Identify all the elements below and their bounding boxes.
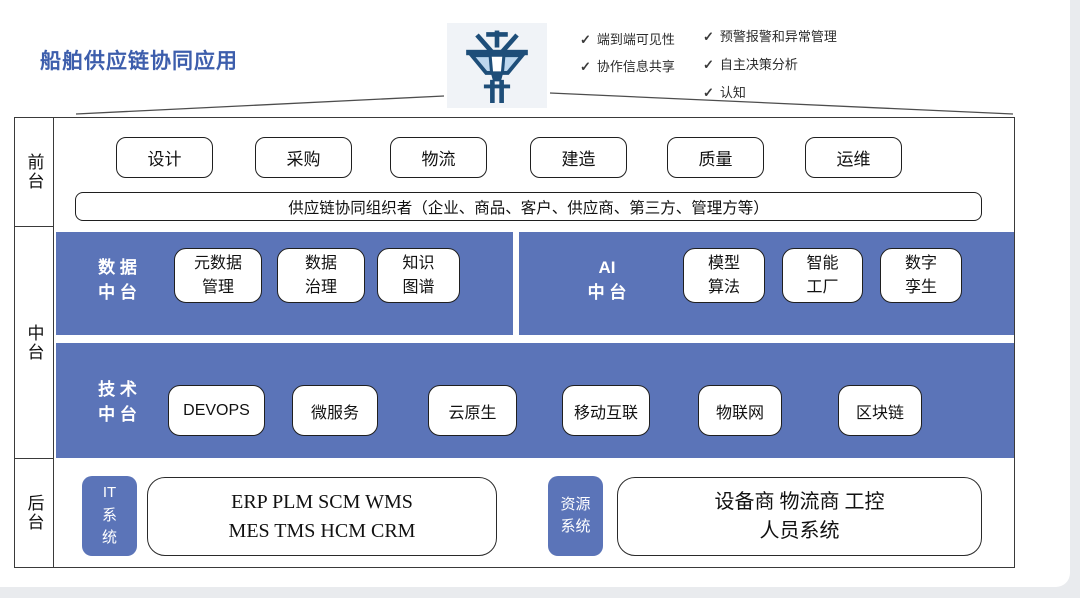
resource-apps-line2: 人员系统	[759, 519, 840, 542]
benefit-label: 端到端可见性	[596, 32, 675, 47]
resource-apps-box: 设备商 物流商 工控 人员系统	[617, 477, 982, 556]
chip-line: 工厂	[806, 278, 839, 296]
chip-line: 智能	[806, 255, 839, 273]
layer-label-column: 前台 中台 后台	[14, 117, 54, 568]
page-title: 船舶供应链协同应用	[40, 50, 238, 73]
benefit-item: ✓ 预警报警和异常管理	[703, 26, 837, 45]
tech-platform-label-line2: 中 台	[98, 404, 137, 424]
supply-chain-organizer-bar: 供应链协同组织者（企业、商品、客户、供应商、第三方、管理方等）	[75, 192, 982, 221]
benefit-item: ✓ 端到端可见性	[580, 29, 675, 48]
chip-line: 算法	[707, 278, 740, 296]
resource-system-line: 系统	[560, 518, 591, 535]
middle-layer-label: 中台	[24, 323, 44, 362]
chip-mobile-internet: 移动互联	[562, 385, 650, 436]
it-apps-line2: MES TMS HCM CRM	[228, 519, 416, 542]
data-platform-label-line1: 数 据	[98, 258, 137, 277]
chip-knowledge-graph: 知识 图谱	[377, 248, 460, 303]
chip-digital-twin: 数字 孪生	[880, 248, 962, 303]
check-icon: ✓	[703, 85, 714, 100]
resource-system-chip: 资源 系统	[548, 476, 603, 556]
it-system-line: IT	[102, 484, 117, 502]
chip-line: 管理	[201, 278, 234, 296]
front-app-construction: 建造	[530, 137, 627, 178]
front-layer-label: 前台	[24, 153, 44, 191]
front-app-operation: 运维	[805, 137, 902, 178]
chip-model-algorithm: 模型 算法	[683, 248, 765, 303]
chip-line: 元数据	[193, 255, 242, 273]
chip-line: 知识	[402, 255, 435, 273]
data-platform-label: 数 据 中 台	[80, 256, 155, 305]
chip-microservices: 微服务	[292, 385, 378, 436]
chip-blockchain: 区块链	[838, 385, 922, 436]
check-icon: ✓	[703, 29, 714, 44]
ai-platform-label: AI 中 台	[567, 256, 647, 305]
resource-system-line: 资源	[560, 495, 591, 513]
check-icon: ✓	[580, 32, 591, 47]
front-app-design: 设计	[116, 137, 213, 178]
chip-line: 孪生	[904, 278, 937, 296]
back-layer-label: 后台	[24, 494, 44, 532]
chip-devops: DEVOPS	[168, 385, 265, 436]
chip-data-governance: 数据 治理	[277, 248, 365, 303]
front-app-procurement: 采购	[255, 137, 352, 178]
ai-platform-label-line1: AI	[598, 258, 616, 277]
benefit-item: ✓ 自主决策分析	[703, 54, 798, 73]
chip-line: 数据	[304, 255, 337, 273]
it-system-line: 系	[101, 506, 117, 524]
chip-line: 模型	[707, 255, 740, 273]
benefit-item: ✓ 认知	[703, 82, 746, 101]
resource-apps-line1: 设备商 物流商 工控	[714, 490, 885, 513]
data-platform-label-line2: 中 台	[98, 282, 137, 302]
check-icon: ✓	[580, 59, 591, 74]
chip-cloud-native: 云原生	[428, 385, 517, 436]
chip-line: 数字	[904, 255, 937, 273]
benefit-item: ✓ 协作信息共享	[580, 56, 675, 75]
tech-platform-label-line1: 技 术	[98, 380, 137, 399]
benefit-label: 预警报警和异常管理	[719, 29, 837, 44]
chip-line: 治理	[304, 278, 337, 296]
layer-cell-back: 后台	[15, 459, 53, 567]
chip-metadata-management: 元数据 管理	[174, 248, 262, 303]
control-tower-glyph	[466, 30, 528, 103]
it-apps-box: ERP PLM SCM WMS MES TMS HCM CRM	[147, 477, 497, 556]
chip-line: 图谱	[402, 278, 435, 296]
check-icon: ✓	[703, 57, 714, 72]
it-system-chip: IT 系 统	[82, 476, 137, 556]
it-system-line: 统	[101, 529, 117, 547]
tech-platform-label: 技 术 中 台	[80, 378, 155, 427]
chip-iot: 物联网	[698, 385, 782, 436]
front-app-quality: 质量	[667, 137, 764, 178]
front-app-logistics: 物流	[390, 137, 487, 178]
chip-smart-factory: 智能 工厂	[782, 248, 863, 303]
ai-platform-label-line2: 中 台	[587, 282, 627, 302]
layer-cell-front: 前台	[15, 118, 53, 227]
layer-cell-middle: 中台	[15, 227, 53, 459]
benefit-label: 协作信息共享	[596, 59, 675, 74]
it-apps-line1: ERP PLM SCM WMS	[231, 490, 413, 513]
benefit-label: 认知	[719, 85, 746, 100]
benefit-label: 自主决策分析	[719, 57, 798, 72]
control-tower-icon	[447, 23, 547, 108]
